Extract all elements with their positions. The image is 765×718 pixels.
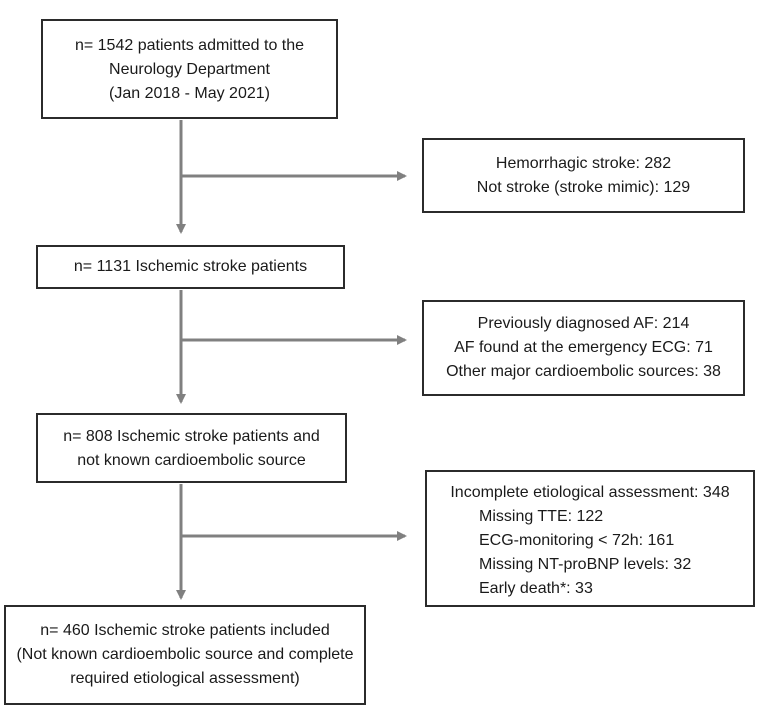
included-line-2: (Not known cardioembolic source and comp… <box>16 646 354 663</box>
admitted-line-1: n= 1542 patients admitted to the <box>74 37 305 54</box>
exclusion-box-1: Hemorrhagic stroke: 282 Not stroke (stro… <box>422 138 745 213</box>
exclusion-1-line-1: Hemorrhagic stroke: 282 <box>495 155 672 172</box>
ischemic-line-1: n= 1131 Ischemic stroke patients <box>73 258 308 275</box>
exclusion-3-item: Early death*: 33 <box>479 580 593 597</box>
exclusion-3-item: Missing NT-proBNP levels: 32 <box>479 556 692 573</box>
included-line-3: required etiological assessment) <box>70 670 300 687</box>
included-box: n= 460 Ischemic stroke patients included… <box>4 605 366 705</box>
ischemic-box: n= 1131 Ischemic stroke patients <box>36 245 345 289</box>
exclusion-2-line-1: Previously diagnosed AF: 214 <box>477 315 690 332</box>
exclusion-2-line-3: Other major cardioembolic sources: 38 <box>446 363 721 380</box>
exclusion-3-item: ECG-monitoring < 72h: 161 <box>479 532 675 549</box>
exclusion-box-2: Previously diagnosed AF: 214 AF found at… <box>422 300 745 396</box>
admitted-line-3: (Jan 2018 - May 2021) <box>109 85 270 102</box>
not-known-line-1: n= 808 Ischemic stroke patients and <box>63 428 320 445</box>
exclusion-3-heading: Incomplete etiological assessment: 348 <box>450 484 730 501</box>
included-line-1: n= 460 Ischemic stroke patients included <box>40 622 330 639</box>
admitted-line-2: Neurology Department <box>109 61 270 78</box>
not-known-source-box: n= 808 Ischemic stroke patients and not … <box>36 413 347 483</box>
exclusion-2-line-2: AF found at the emergency ECG: 71 <box>454 339 713 356</box>
exclusion-3-item: Missing TTE: 122 <box>479 508 604 525</box>
admitted-box: n= 1542 patients admitted to the Neurolo… <box>41 19 338 119</box>
exclusion-1-line-2: Not stroke (stroke mimic): 129 <box>476 179 691 196</box>
exclusion-box-3: Incomplete etiological assessment: 348 M… <box>425 470 755 607</box>
not-known-line-2: not known cardioembolic source <box>77 452 306 469</box>
